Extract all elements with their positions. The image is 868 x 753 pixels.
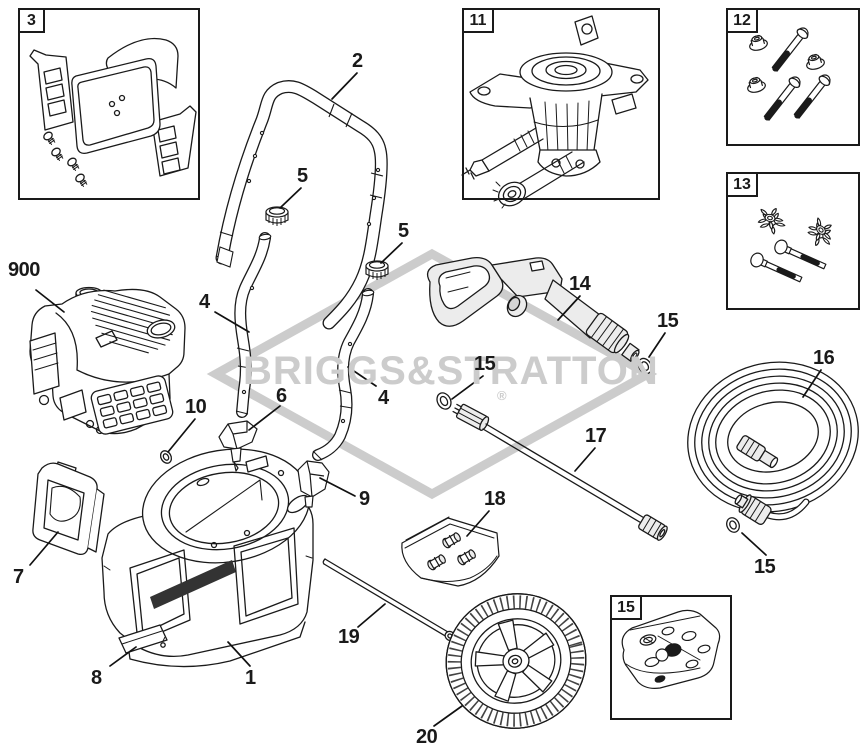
inset-label-12: 12: [726, 8, 758, 33]
oring-hose-part: [726, 517, 740, 533]
inset-label-15: 15: [610, 595, 642, 620]
spray-wand-part: [436, 392, 668, 541]
callout-8: 8: [91, 667, 102, 689]
inset-box-13: [726, 172, 860, 310]
callout-7: 7: [13, 566, 24, 588]
oring-kit-part: [621, 609, 721, 689]
callout-4a: 4: [199, 291, 210, 313]
inset-label-13: 13: [726, 172, 758, 197]
foot-pad-part: [118, 624, 168, 654]
inset-box-3: [18, 8, 200, 200]
side-panel-part: [32, 461, 105, 556]
callout-4b: 4: [378, 387, 389, 409]
callout-14: 14: [569, 273, 591, 295]
callout-19: 19: [338, 626, 360, 648]
hose-part: [687, 361, 859, 533]
clamp-right-part: [297, 460, 330, 508]
inset-box-15: [610, 595, 732, 720]
callout-17: 17: [585, 425, 607, 447]
inset-box-12: [726, 8, 860, 146]
inset-label-11: 11: [462, 8, 494, 33]
oring-gun-part: [637, 357, 653, 375]
bolt-nut-kit-part: [747, 27, 831, 121]
callout-9: 9: [359, 488, 370, 510]
leader-lines: [29, 72, 822, 727]
nozzle-kit-part: [401, 516, 500, 587]
oring-wand-part: [436, 392, 452, 410]
brand-watermark-diamond: [206, 248, 658, 500]
callout-900: 900: [8, 259, 40, 281]
handle-cap-right-part: [365, 260, 389, 280]
brand-watermark-text: BRIGGS&STRATTON: [243, 349, 659, 393]
callout-1: 1: [245, 667, 256, 689]
wheel-part: [445, 593, 587, 729]
base-frame-part: [101, 448, 314, 668]
inset-label-3: 3: [18, 8, 45, 33]
lower-handle-left-part: [234, 232, 272, 418]
handle-cap-left-part: [265, 206, 289, 226]
callout-15c: 15: [754, 556, 776, 578]
callout-16: 16: [813, 347, 835, 369]
small-oring-part: [159, 450, 173, 464]
callout-15a: 15: [657, 310, 679, 332]
callout-5b: 5: [398, 220, 409, 242]
callout-2: 2: [352, 50, 363, 72]
spray-gun-part: [426, 257, 640, 362]
inset-box-11: [462, 8, 660, 200]
callout-10: 10: [185, 396, 207, 418]
callout-18: 18: [484, 488, 506, 510]
callout-15b: 15: [474, 353, 496, 375]
handle-panel-part: [29, 37, 197, 188]
clamp-left-part: [218, 420, 258, 472]
engine-part: [29, 286, 186, 435]
brand-watermark-registered: ®: [497, 388, 507, 403]
lower-handle-right-part: [312, 288, 375, 461]
callout-5a: 5: [297, 165, 308, 187]
knob-bolt-kit-part: [750, 208, 832, 283]
callout-6: 6: [276, 385, 287, 407]
callout-20: 20: [416, 726, 438, 748]
